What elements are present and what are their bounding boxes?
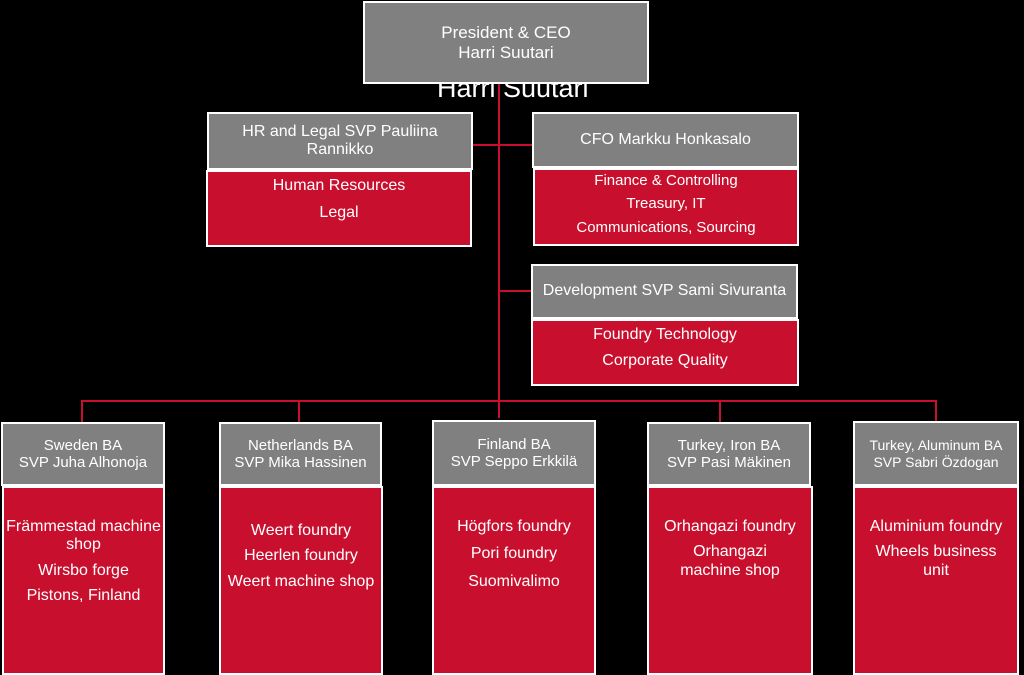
finland-svp: SVP Seppo Erkkilä [450, 453, 578, 470]
sweden-title: Sweden BA [43, 436, 123, 454]
hr-header-box: HR and Legal SVP Pauliina Rannikko [207, 112, 473, 170]
hr-item: Human Resources [272, 177, 406, 194]
dev-connector [499, 290, 533, 292]
sweden-item: Främmestad machine shop [6, 518, 161, 554]
turkey-aluminum-header-box: Turkey, Aluminum BA SVP Sabri Özdogan [853, 421, 1019, 486]
ceo-box: President & CEO Harri Suutari [363, 1, 649, 84]
netherlands-items-box: Weert foundry Heerlen foundry Weert mach… [219, 486, 383, 675]
units-bus-line [81, 400, 937, 402]
turkey-iron-items-box: Orhangazi foundry Orhangazi machine shop [647, 486, 813, 675]
netherlands-title: Netherlands BA [247, 436, 354, 454]
hr-items-box: Human Resources Legal [206, 170, 472, 247]
turkey-aluminum-drop [935, 400, 937, 422]
cfo-header-box: CFO Markku Honkasalo [532, 112, 799, 168]
sweden-svp: SVP Juha Alhonoja [18, 454, 148, 471]
dev-item: Foundry Technology [593, 326, 737, 343]
finland-items-box: Högfors foundry Pori foundry Suomivalimo [432, 486, 596, 675]
cfo-item: Finance & Controlling [594, 172, 738, 189]
cfo-items-box: Finance & Controlling Treasury, IT Commu… [533, 168, 799, 246]
turkey-iron-title: Turkey, Iron BA [677, 436, 781, 454]
turkey-iron-item: Orhangazi foundry [664, 518, 796, 535]
dev-items-box: Foundry Technology Corporate Quality [531, 319, 799, 386]
dev-title: Development SVP Sami Sivuranta [542, 282, 787, 300]
trunk-line [498, 82, 500, 418]
turkey-aluminum-items-box: Aluminium foundry Wheels business unit [853, 486, 1019, 675]
netherlands-drop [298, 400, 300, 422]
turkey-aluminum-title: Turkey, Aluminum BA [869, 437, 1003, 454]
cfo-item: Communications, Sourcing [576, 218, 756, 236]
sweden-item: Wirsbo forge [38, 561, 129, 579]
turkey-iron-svp: SVP Pasi Mäkinen [667, 454, 791, 471]
turkey-iron-header-box: Turkey, Iron BA SVP Pasi Mäkinen [647, 422, 811, 486]
ceo-name: Harri Suutari [458, 42, 554, 62]
finland-item: Högfors foundry [457, 518, 571, 535]
cfo-item: Treasury, IT [626, 195, 706, 213]
sweden-item: Pistons, Finland [26, 587, 141, 605]
sweden-items-box: Främmestad machine shop Wirsbo forge Pis… [2, 486, 165, 675]
sweden-drop [81, 400, 83, 422]
finland-title: Finland BA [477, 435, 551, 453]
turkey-aluminum-svp: SVP Sabri Özdogan [873, 453, 999, 470]
hr-item: Legal [319, 204, 359, 222]
netherlands-item: Weert machine shop [227, 572, 375, 590]
turkey-iron-drop [719, 400, 721, 422]
ceo-title: President & CEO [441, 22, 571, 42]
finland-item: Suomivalimo [468, 572, 560, 590]
dev-header-box: Development SVP Sami Sivuranta [531, 264, 798, 319]
turkey-aluminum-item: Wheels business unit [875, 543, 997, 579]
netherlands-header-box: Netherlands BA SVP Mika Hassinen [219, 422, 382, 486]
turkey-aluminum-item: Aluminium foundry [869, 518, 1003, 535]
cfo-title: CFO Markku Honkasalo [580, 130, 751, 148]
dev-item: Corporate Quality [602, 352, 728, 370]
netherlands-item: Weert foundry [250, 522, 352, 539]
hr-connector [472, 144, 534, 146]
hr-title: HR and Legal SVP Pauliina Rannikko [242, 122, 438, 158]
sweden-header-box: Sweden BA SVP Juha Alhonoja [1, 422, 165, 486]
finland-header-box: Finland BA SVP Seppo Erkkilä [432, 420, 596, 486]
netherlands-svp: SVP Mika Hassinen [234, 454, 367, 471]
netherlands-item: Heerlen foundry [244, 547, 358, 565]
finland-item: Pori foundry [470, 545, 558, 563]
turkey-iron-item: Orhangazi machine shop [680, 543, 780, 579]
